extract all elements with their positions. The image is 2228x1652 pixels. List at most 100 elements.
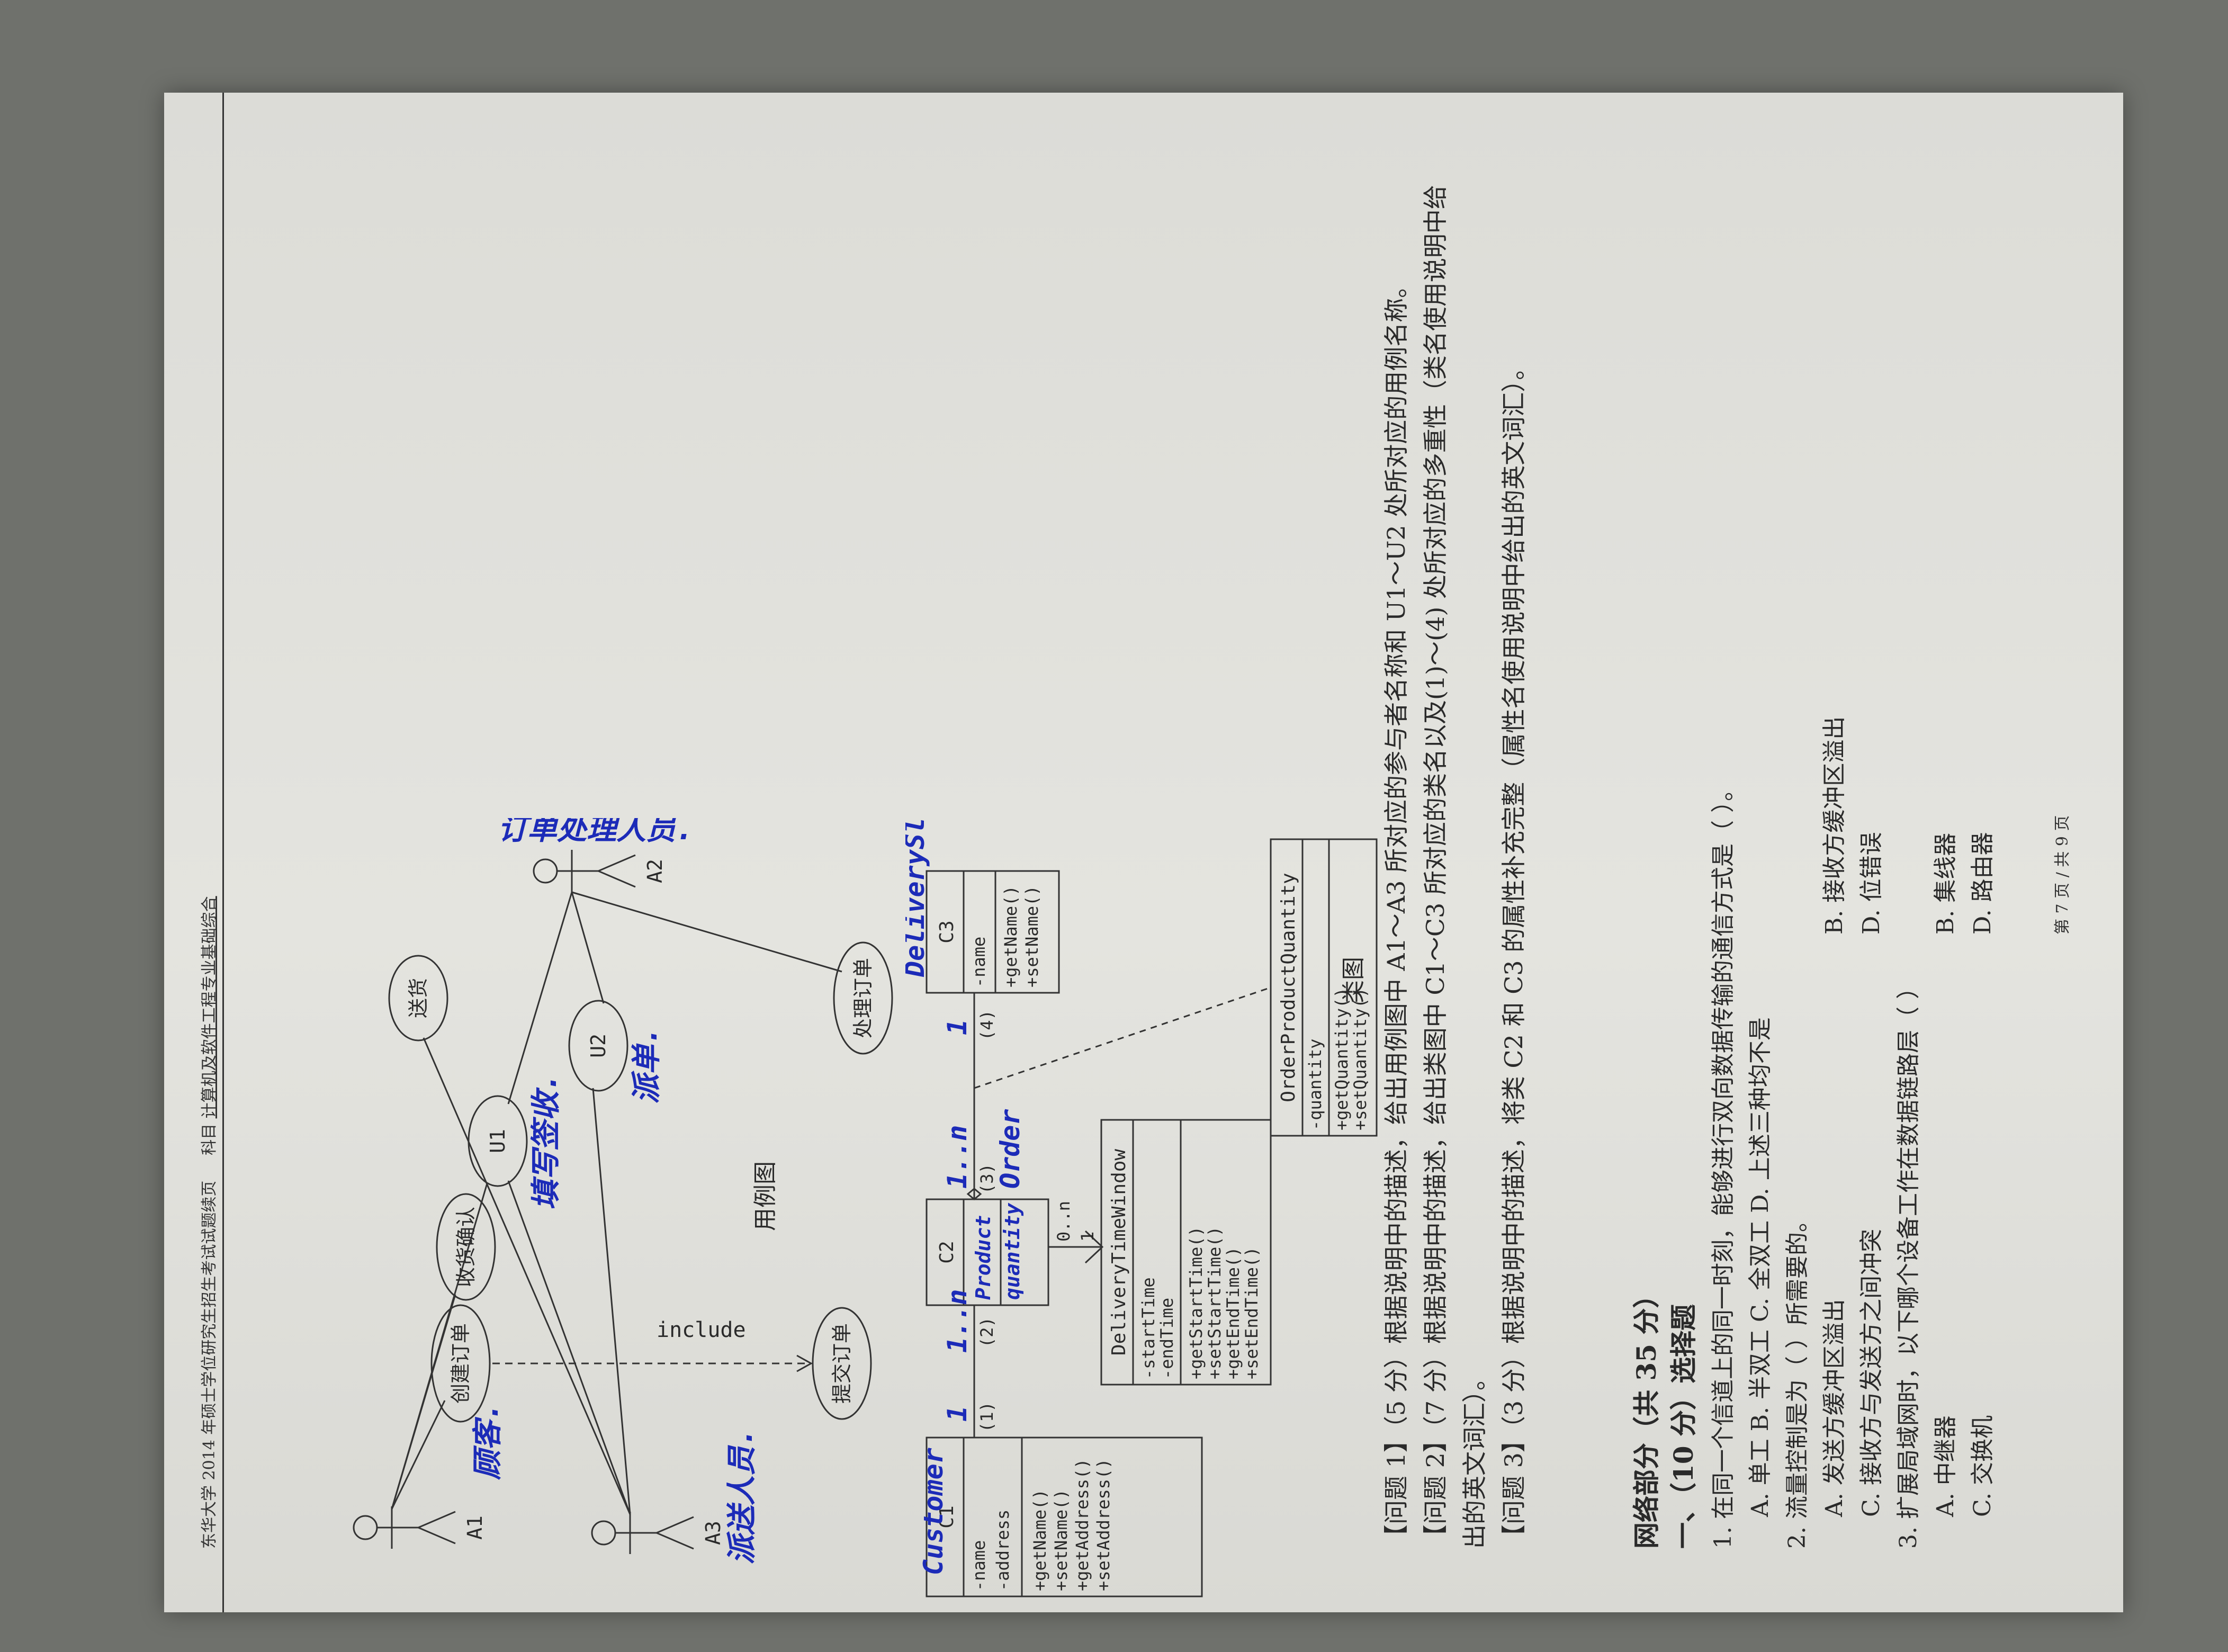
use-case-label-1: 创建订单: [449, 1323, 472, 1404]
use-case-confirm-receipt: [436, 1193, 496, 1301]
class-c2: [926, 1198, 1049, 1306]
class-c1-name: C1: [936, 1505, 958, 1528]
question-1: 【问题 1】（5 分）根据说明中的描述，给出用例图中 A1～A3 所对应的参与者…: [1382, 273, 1411, 1549]
class-delivery-time-window: [1100, 1119, 1272, 1386]
mcq-2-row-2: C. 接收方与发送方之间冲突 D. 位错误: [1853, 172, 1890, 1549]
mult-one: 1: [1077, 1232, 1098, 1242]
handwriting-u1: 填写签收.: [529, 1073, 563, 1210]
mcq-2-option-a: A. 发送方缓冲区溢出: [1821, 1299, 1848, 1517]
class-order-product-quantity: [1270, 838, 1378, 1137]
dtw-op-3: +getEndTime(): [1223, 1247, 1243, 1379]
mcq-3-row-2: C. 交换机 D. 路由器: [1964, 172, 2001, 1549]
handwriting-a2: 订单处理人员.: [498, 818, 694, 847]
mcq-3-option-c: C. 交换机: [1969, 1415, 1996, 1517]
mult-1: (1): [977, 1402, 997, 1432]
use-case-u2: [568, 1000, 628, 1092]
mcq-3-option-b: B. 集线器: [1932, 832, 1959, 935]
c1-attr-name: -name: [969, 1540, 989, 1591]
header-subject-label: 科目: [200, 1123, 219, 1155]
actor-a1: [353, 1506, 456, 1549]
mcq-2-option-d: D. 位错误: [1858, 832, 1885, 935]
exam-page: 东华大学 2014 年硕士学位研究生招生考试试题续页 科目 计算机及软件工程专业…: [164, 93, 2123, 1612]
c1-attr-address: -address: [993, 1510, 1013, 1591]
actor-label-a2: A2: [643, 859, 667, 883]
actor-a2: [533, 850, 636, 892]
class-c3: [926, 870, 1060, 994]
page-header: 东华大学 2014 年硕士学位研究生招生考试试题续页 科目 计算机及软件工程专业…: [196, 896, 219, 1549]
page-footer: 第 7 页 / 共 9 页: [2053, 815, 2072, 935]
c1-op-4: +setAddress(): [1093, 1459, 1113, 1591]
mcq-3-row-1: A. 中继器 B. 集线器: [1927, 172, 1964, 1549]
mcq-3-stem: 3. 扩展局域网时，以下哪个设备工作在数据链路层（ ）: [1895, 976, 1922, 1549]
c3-attr-name: -name: [969, 937, 989, 987]
mcq-block: 1. 在同一个信道上的同一时刻，能够进行双向数据传输的通信方式是（ ）。 A. …: [1705, 172, 2001, 1549]
mcq-3-option-d: D. 路由器: [1969, 832, 1996, 935]
mcq-2-option-c: C. 接收方与发送方之间冲突: [1858, 1228, 1885, 1517]
mcq-3-option-a: A. 中继器: [1932, 1415, 1959, 1517]
c3-op-2: +setName(): [1022, 885, 1042, 987]
question-2: 【问题 2】（7 分）根据说明中的描述，给出类图中 C1～C3 所对应的类名以及…: [1421, 185, 1489, 1549]
handwriting-a1: 顾客.: [471, 1403, 505, 1480]
handwriting-m3b: Order: [995, 1109, 1026, 1189]
handwriting-m1: 1: [942, 1406, 973, 1422]
mcq-1-options: A. 单工 B. 半双工 C. 全双工 D. 上述三种均不是: [1747, 1017, 1774, 1517]
header-left: 东华大学 2014 年硕士学位研究生招生考试试题续页: [200, 1180, 219, 1549]
handwriting-c2b: quantity: [1001, 1202, 1024, 1300]
class-c2-name: C2: [936, 1241, 958, 1263]
question-3: 【问题 3】（3 分）根据说明中的描述，将类 C2 和 C3 的属性补充完整（属…: [1499, 355, 1528, 1549]
class-c1: [926, 1436, 1203, 1597]
use-case-caption: 用例图: [752, 1161, 779, 1231]
use-case-diagram: include 创建订单 收货确认 U1 U2 送货 提交订单 处理订单 A1 …: [353, 818, 893, 1565]
use-case-label-4: U2: [587, 1034, 610, 1058]
mult-0n: 0..n: [1054, 1201, 1074, 1242]
handwriting-c1: Customer: [918, 1448, 949, 1575]
use-case-label-6: 提交订单: [830, 1323, 854, 1404]
class-c3-name: C3: [936, 920, 958, 943]
include-label: include: [657, 1318, 746, 1342]
mult-4: (4): [977, 1010, 997, 1040]
header-rule: [222, 93, 224, 1612]
dtw-op-2: +setStartTime(): [1205, 1226, 1225, 1379]
use-case-label-2: 收货确认: [454, 1207, 478, 1287]
c3-op-1: +getName(): [1001, 885, 1021, 987]
dtw-op-1: +getStartTime(): [1186, 1226, 1206, 1379]
class-caption: 类图: [1340, 957, 1367, 1003]
c1-op-2: +setName(): [1051, 1489, 1071, 1591]
use-case-label-5: 送货: [407, 978, 430, 1018]
opq-op-2: +setQuantity(): [1350, 987, 1370, 1130]
use-case-create-order: [430, 1304, 491, 1423]
class-opq-name: OrderProductQuantity: [1278, 873, 1299, 1102]
actor-label-a3: A3: [702, 1521, 725, 1545]
header-subject: 计算机及软件工程专业基础综合: [200, 896, 219, 1119]
class-diagram: C1 C2 C3 DeliveryTimeWindow OrderProduct…: [905, 818, 1378, 1597]
actor-label-a1: A1: [463, 1515, 487, 1540]
dtw-attr-end: -endTime: [1157, 1298, 1177, 1379]
c1-op-1: +getName(): [1030, 1489, 1050, 1591]
c1-op-3: +getAddress(): [1072, 1459, 1092, 1591]
handwriting-a3: 派送人员.: [725, 1428, 759, 1565]
dtw-attr-start: -startTime: [1138, 1277, 1158, 1379]
handwriting-m3: 1..n: [942, 1125, 973, 1189]
mcq-1-stem: 1. 在同一个信道上的同一时刻，能够进行双向数据传输的通信方式是（ ）。: [1710, 778, 1737, 1549]
handwriting-m2: 1..n: [942, 1289, 973, 1353]
handwriting-c3: DeliverySlip.: [905, 818, 930, 977]
use-case-label-3: U1: [486, 1129, 509, 1153]
use-case-process-order: [833, 941, 893, 1055]
opq-attr-quantity: -quantity: [1305, 1039, 1325, 1130]
use-case-label-7: 处理订单: [851, 958, 875, 1038]
opq-op-1: +getQuantity(): [1332, 987, 1352, 1130]
actor-a3: [591, 1512, 694, 1554]
network-title: 网络部分（共 35 分）: [1631, 1281, 1662, 1549]
class-dtw-name: DeliveryTimeWindow: [1108, 1149, 1130, 1355]
handwriting-u2: 派单.: [630, 1027, 664, 1104]
mcq-2-stem: 2. 流量控制是为（ ）所需要的。: [1784, 1209, 1811, 1549]
mcq-2-option-b: B. 接收方缓冲区溢出: [1821, 716, 1848, 935]
dtw-op-4: +setEndTime(): [1242, 1247, 1262, 1379]
mcq-2-row-1: A. 发送方缓冲区溢出 B. 接收方缓冲区溢出: [1816, 172, 1853, 1549]
handwriting-c2a: Product: [972, 1215, 995, 1300]
use-case-deliver: [388, 955, 448, 1042]
mult-3: (3): [977, 1163, 997, 1194]
mult-2: (2): [977, 1317, 997, 1348]
network-section: 一、（10 分）选择题: [1668, 1304, 1699, 1549]
handwriting-m4: 1: [942, 1019, 973, 1035]
